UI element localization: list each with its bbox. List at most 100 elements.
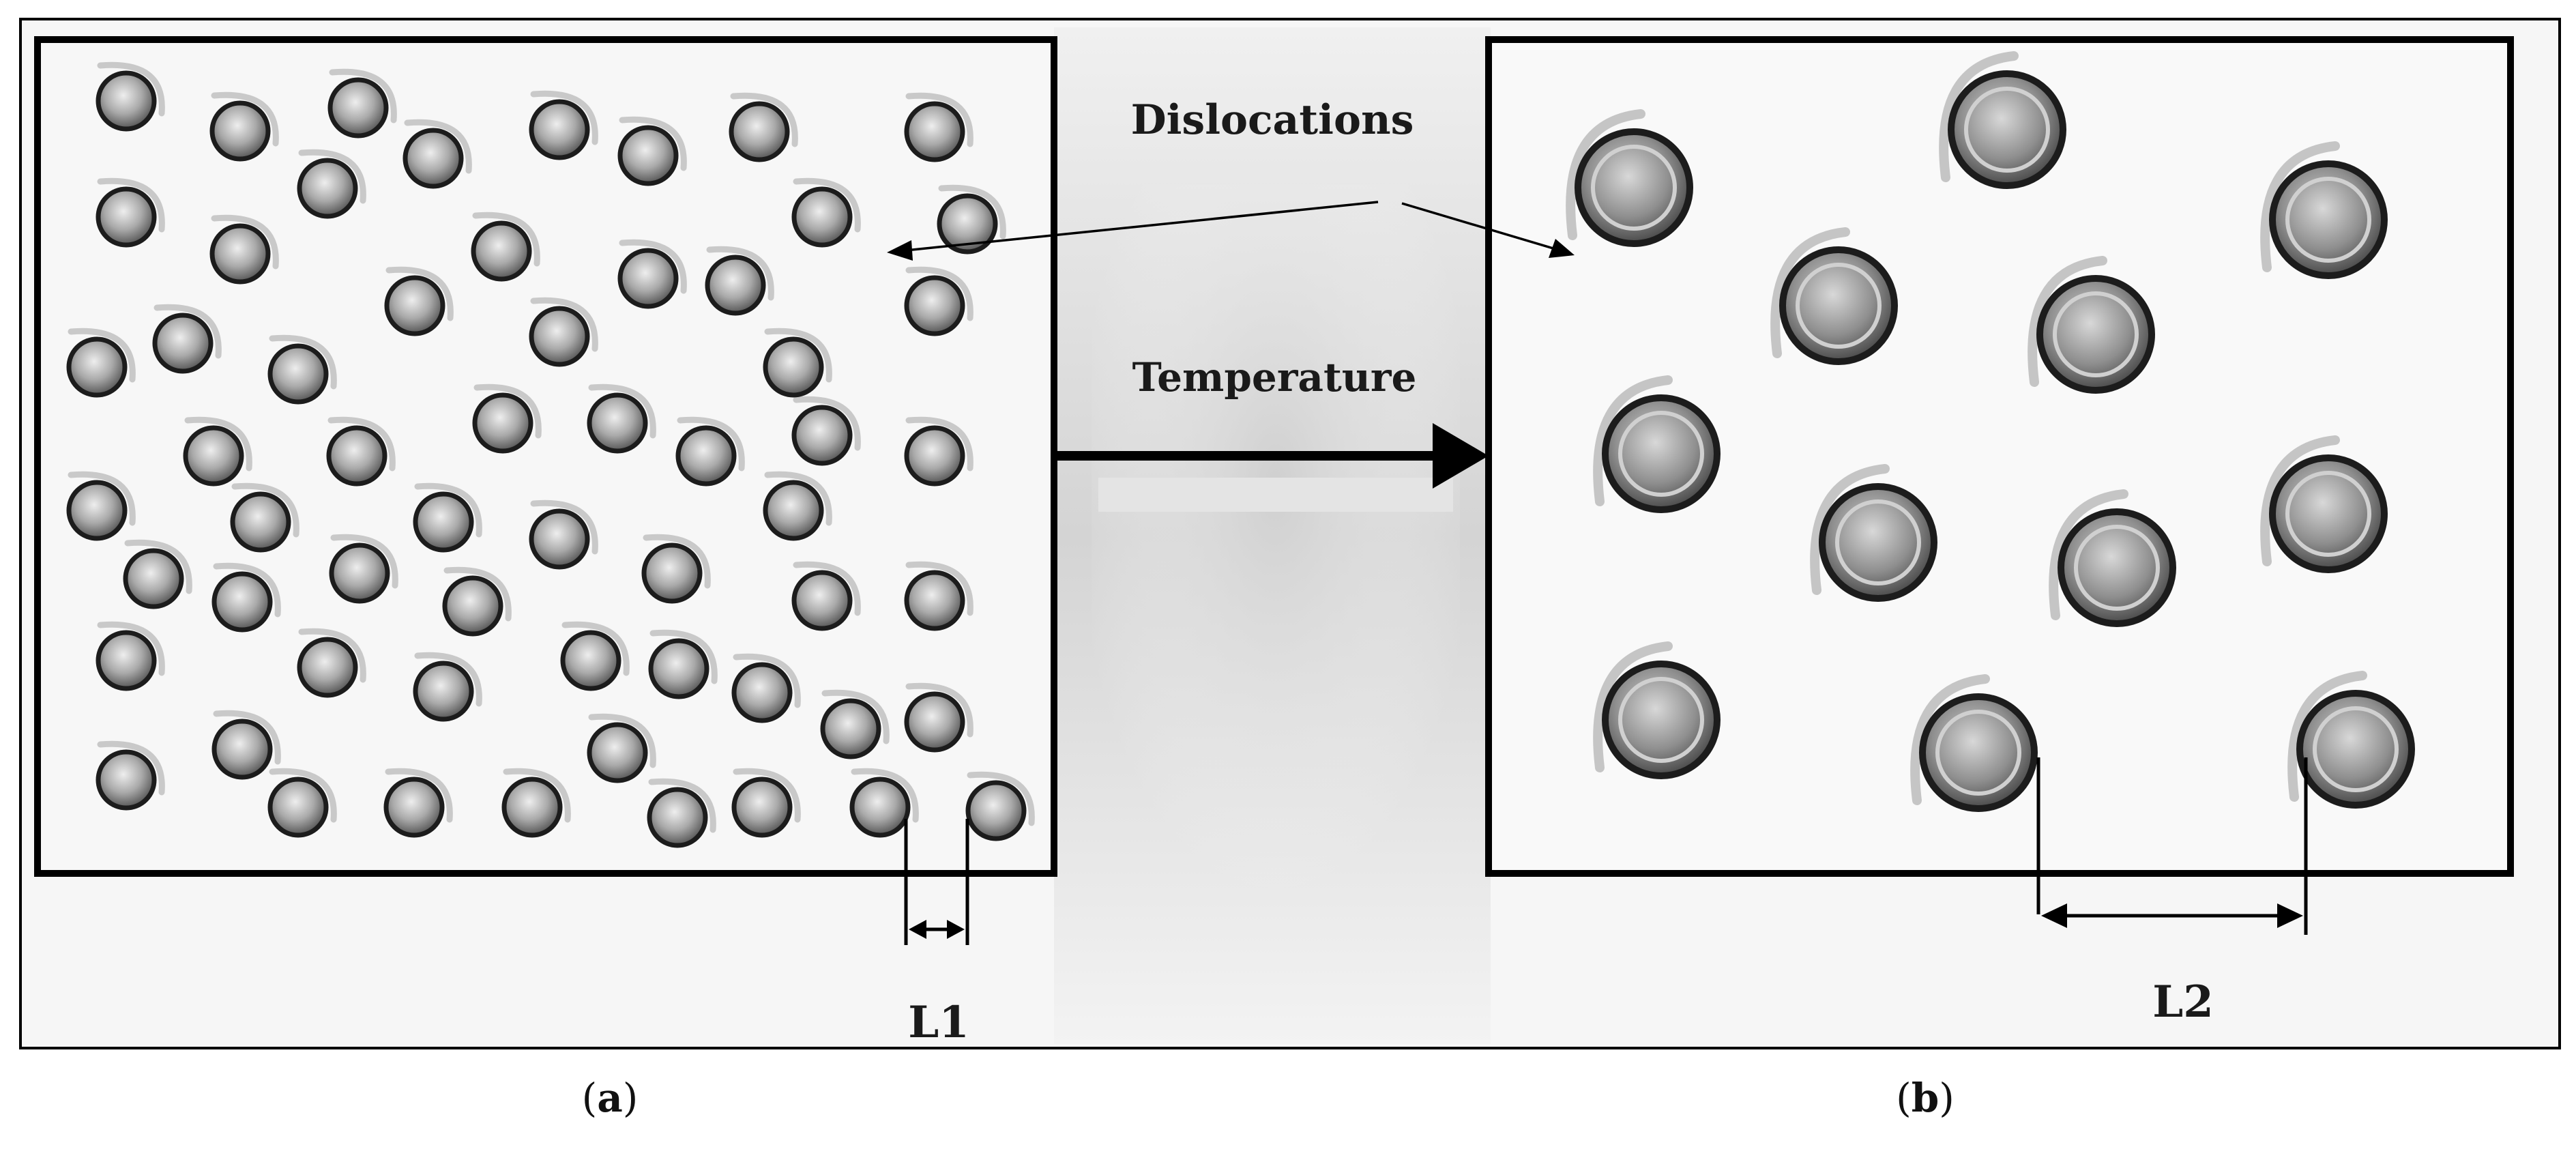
dislocation-loop bbox=[473, 383, 542, 439]
precipitate-particle bbox=[647, 787, 708, 848]
dislocation-loop bbox=[733, 768, 801, 823]
dislocation-loop bbox=[211, 91, 279, 147]
precipitate-particle bbox=[327, 77, 389, 139]
precipitate-particle bbox=[937, 193, 998, 255]
dislocation-loop bbox=[530, 90, 598, 145]
dislocation-loop bbox=[298, 149, 366, 204]
dislocation-loop bbox=[2287, 671, 2367, 802]
precipitate-particle bbox=[413, 661, 474, 722]
precipitate-particle bbox=[641, 542, 703, 604]
precipitate-particle bbox=[267, 777, 329, 838]
precipitate-particle bbox=[230, 491, 291, 553]
dislocation-loop bbox=[68, 471, 136, 526]
dislocation-loop bbox=[404, 119, 472, 174]
caption-a: (a) bbox=[581, 1075, 639, 1121]
precipitate-particle bbox=[617, 125, 679, 186]
dislocation-loop bbox=[967, 771, 1035, 826]
l1-spacing-marker bbox=[904, 819, 969, 945]
dislocation-loop bbox=[414, 652, 482, 707]
particle-inner-ring bbox=[2285, 471, 2371, 557]
l2-spacing-marker bbox=[2036, 757, 2308, 935]
dislocation-loop bbox=[269, 768, 337, 823]
caption-a-letter: a bbox=[597, 1075, 623, 1121]
dislocation-loop bbox=[905, 416, 974, 472]
dislocation-loop bbox=[414, 482, 482, 538]
precipitate-particle bbox=[648, 638, 709, 699]
dislocation-loop bbox=[905, 561, 974, 616]
temperature-label: Temperature bbox=[1132, 354, 1417, 401]
particle-inner-ring bbox=[1591, 145, 1677, 231]
precipitate-particle bbox=[763, 480, 824, 541]
temperature-arrow bbox=[1056, 423, 1489, 489]
dislocation-loop bbox=[706, 246, 774, 301]
precipitate-particle bbox=[731, 777, 793, 838]
temperature-band bbox=[1054, 27, 1491, 1044]
particle-inner-ring bbox=[1835, 499, 1921, 585]
dislocation-loop bbox=[329, 68, 397, 124]
dislocation-loop bbox=[68, 328, 136, 383]
precipitate-particle bbox=[617, 248, 679, 309]
particle-inner-ring bbox=[1618, 677, 1704, 763]
precipitate-particle bbox=[326, 425, 387, 487]
dislocation-loop bbox=[1593, 641, 1673, 772]
precipitate-particle bbox=[791, 570, 853, 631]
dislocation-loop bbox=[733, 653, 801, 708]
dislocation-loop bbox=[2049, 489, 2128, 620]
dislocation-loop bbox=[385, 266, 454, 321]
precipitate-particle bbox=[384, 275, 445, 336]
precipitate-particle bbox=[904, 275, 965, 336]
dislocation-loop bbox=[905, 92, 974, 147]
dislocation-loop bbox=[2260, 435, 2340, 566]
precipitate-particle bbox=[402, 128, 464, 189]
particle-inner-ring bbox=[1796, 263, 1882, 349]
precipitate-particle bbox=[66, 480, 128, 541]
dislocation-loop bbox=[793, 561, 861, 616]
precipitate-particle bbox=[209, 223, 271, 285]
panel-b bbox=[1485, 36, 2514, 877]
dislocation-loop bbox=[1566, 109, 1645, 240]
dislocation-loop bbox=[213, 562, 281, 618]
precipitate-particle bbox=[501, 777, 563, 838]
dislocation-loop bbox=[851, 768, 919, 823]
panel-b-particles bbox=[1575, 70, 2415, 812]
precipitate-particle bbox=[849, 777, 911, 838]
dislocation-loop bbox=[153, 304, 222, 359]
precipitate-particle bbox=[211, 719, 273, 780]
dislocation-loop bbox=[330, 534, 398, 589]
precipitate-particle bbox=[529, 508, 590, 570]
precipitate-particle bbox=[705, 255, 766, 316]
dislocation-loop bbox=[2028, 256, 2107, 387]
dislocation-loop bbox=[530, 297, 598, 352]
dislocation-loop bbox=[211, 214, 279, 270]
dislocation-loop bbox=[938, 184, 1006, 240]
dislocation-loop bbox=[1770, 227, 1850, 358]
precipitate-particle bbox=[96, 749, 157, 811]
dislocation-loop bbox=[97, 61, 165, 117]
particle-inner-ring bbox=[2074, 525, 2160, 611]
panel-a bbox=[34, 36, 1057, 877]
dislocation-loop bbox=[1593, 375, 1673, 506]
precipitate-particle bbox=[267, 343, 329, 405]
precipitate-particle bbox=[152, 313, 214, 374]
dislocation-loop bbox=[213, 710, 281, 765]
dislocation-loop bbox=[561, 621, 630, 676]
precipitate-particle bbox=[471, 220, 532, 282]
l2-label: L2 bbox=[2152, 976, 2214, 1028]
precipitate-particle bbox=[904, 691, 965, 753]
dislocation-loop bbox=[231, 482, 299, 538]
precipitate-particle bbox=[529, 99, 590, 160]
precipitate-particle bbox=[904, 101, 965, 162]
precipitate-particle bbox=[297, 158, 358, 219]
panel-a-dislocation-loops bbox=[68, 61, 1035, 833]
precipitate-particle bbox=[791, 186, 853, 248]
l1-label: L1 bbox=[908, 997, 969, 1048]
dislocation-loop bbox=[764, 328, 832, 383]
dislocation-loop bbox=[124, 539, 192, 594]
precipitate-particle bbox=[675, 425, 737, 487]
precipitate-particle bbox=[96, 70, 157, 132]
dislocation-loop bbox=[588, 713, 656, 768]
particle-inner-ring bbox=[1935, 710, 2021, 796]
dislocation-loop bbox=[730, 92, 798, 147]
dislocation-loop bbox=[905, 266, 974, 321]
